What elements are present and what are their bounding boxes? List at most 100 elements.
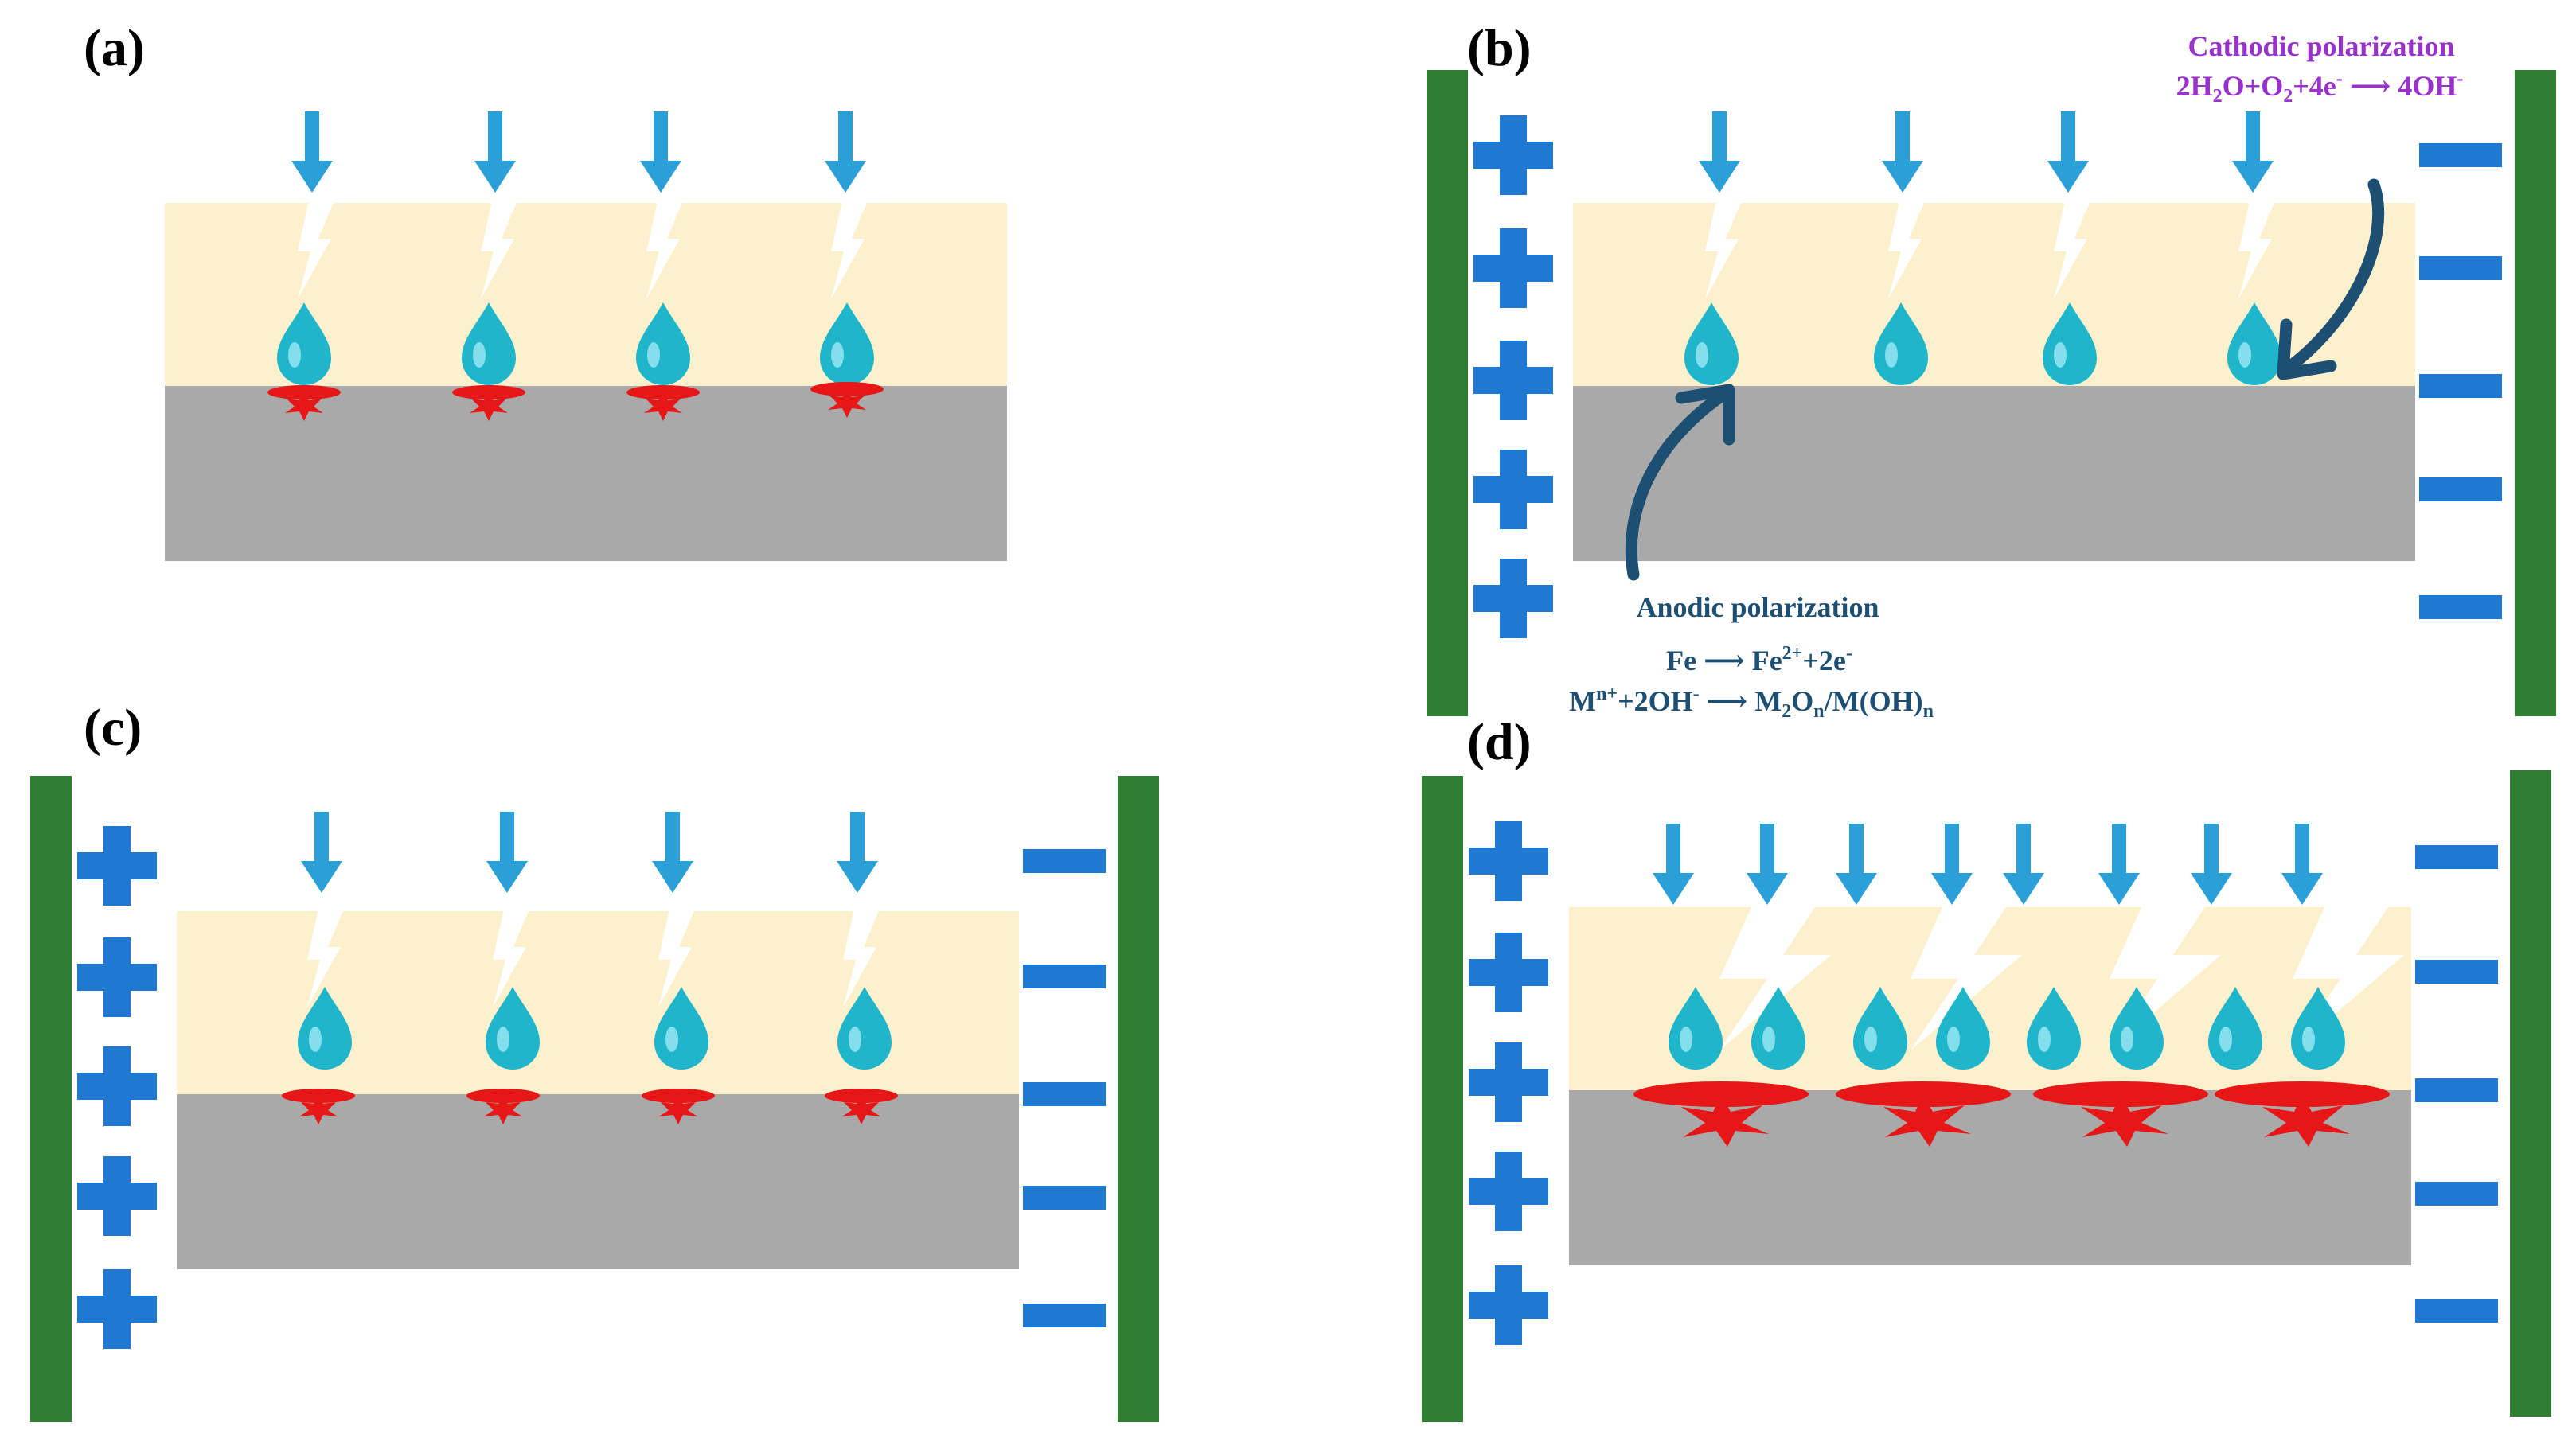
plus-icon: [77, 1156, 157, 1236]
droplets: [1669, 987, 2345, 1070]
corrosion-splash-icon: [466, 1089, 540, 1124]
plus-icon: [1473, 341, 1553, 420]
corrosion-splash-icon: [2033, 1081, 2208, 1147]
plus-icon: [77, 826, 157, 906]
panel-label-d: (d): [1467, 713, 1532, 771]
arrow-down-icon: [2047, 111, 2089, 193]
anode-electrode: [30, 776, 72, 1422]
droplet-icon: [2227, 302, 2281, 385]
plus-icon: [77, 1269, 157, 1349]
minus-icon: [1023, 1304, 1106, 1327]
lightning-icon: [481, 201, 517, 299]
corrosion-splash-icon: [1836, 1081, 2011, 1147]
minus-icon: [2419, 374, 2502, 398]
plus-signs: [1473, 115, 1553, 638]
droplet-icon: [820, 302, 874, 385]
severe-corrosion-spots: [1633, 1081, 2390, 1147]
arrow-down-icon: [2098, 824, 2140, 905]
minus-icon: [2415, 1078, 2498, 1102]
droplet-icon: [2110, 987, 2164, 1070]
minus-icon: [1023, 1082, 1106, 1106]
anodic-pointer-arrow: [1625, 390, 1727, 581]
arrow-down-icon: [1931, 824, 1973, 905]
anodic-arrowhead: [1675, 384, 1735, 446]
lightning-icon: [1719, 907, 1831, 1050]
lightning-icon: [2054, 201, 2090, 299]
droplet-icon: [486, 987, 540, 1070]
plus-icon: [1469, 1152, 1548, 1231]
minus-icon: [2419, 595, 2502, 619]
droplet-icon: [462, 302, 516, 385]
minus-icon: [1023, 849, 1106, 873]
plus-icon: [77, 937, 157, 1017]
droplet-icon: [2043, 302, 2097, 385]
anode-electrode: [1422, 776, 1463, 1422]
lightning-bolts: [1705, 201, 2275, 299]
plus-icon: [1473, 228, 1553, 308]
panel-label-b: (b): [1467, 19, 1532, 77]
corrosion-splash-icon: [825, 1089, 898, 1124]
cathode-electrode: [2515, 70, 2556, 716]
arrow-down-icon: [2003, 824, 2044, 905]
plus-icon: [1469, 821, 1548, 901]
metal-substrate: [1573, 386, 2415, 561]
arrow-down-icon: [301, 812, 342, 893]
arrow-down-icon: [474, 111, 516, 193]
anodic-reaction-iron: Fe ⟶ Fe2++2e-: [1666, 643, 1852, 676]
droplet-icon: [1669, 987, 1723, 1070]
plus-icon: [77, 1046, 157, 1126]
minus-icon: [2415, 960, 2498, 984]
droplet-icon: [1936, 987, 1990, 1070]
lightning-icon: [298, 201, 334, 299]
droplet-icon: [1684, 302, 1739, 385]
minus-icon: [1023, 1186, 1106, 1210]
lightning-icon: [1911, 907, 2022, 1050]
droplet-icon: [1751, 987, 1805, 1070]
panel-d: (d): [1422, 713, 2551, 1422]
minus-icon: [2419, 143, 2502, 167]
lightning-bolts: [307, 909, 880, 1007]
minus-signs: [1023, 849, 1106, 1327]
plus-icon: [1473, 559, 1553, 638]
cathode-electrode: [1118, 776, 1159, 1422]
plus-icon: [1469, 1042, 1548, 1122]
arrows: [1653, 824, 2323, 905]
corrosion-splash-icon: [267, 385, 341, 421]
arrow-down-icon: [486, 812, 528, 893]
droplet-icon: [2208, 987, 2262, 1070]
panel-label-a: (a): [84, 19, 145, 77]
lightning-icon: [2238, 201, 2275, 299]
arrow-down-icon: [837, 812, 878, 893]
arrow-down-icon: [2191, 824, 2232, 905]
corrosion-splash-icon: [452, 385, 525, 421]
corrosion-splash-icon: [2215, 1081, 2390, 1147]
anode-electrode: [1427, 70, 1468, 716]
arrow-down-icon: [652, 812, 693, 893]
corrosion-splash-icon: [626, 385, 700, 421]
arrows: [301, 812, 878, 893]
droplet-icon: [277, 302, 331, 385]
minus-icon: [2419, 477, 2502, 501]
arrow-down-icon: [1747, 824, 1788, 905]
droplets: [1684, 302, 2281, 385]
droplet-icon: [1874, 302, 1928, 385]
panel-label-c: (c): [84, 699, 142, 757]
lightning-icon: [843, 909, 880, 1007]
minus-icon: [2415, 845, 2498, 869]
lightning-icon: [1705, 201, 1742, 299]
cathode-electrode: [2510, 770, 2551, 1417]
arrow-down-icon: [291, 111, 333, 193]
droplet-icon: [298, 987, 352, 1070]
droplet-icon: [2027, 987, 2081, 1070]
coating-layer: [177, 911, 1019, 1094]
arrow-down-icon: [640, 111, 681, 193]
cathodic-reaction: 2H2O+O2+4e- ⟶ 4OH-: [2176, 68, 2464, 107]
cathodic-arrowhead: [2277, 318, 2337, 380]
corrosion-splash-icon: [810, 382, 884, 418]
plus-icon: [1469, 933, 1548, 1012]
minus-icon: [2419, 256, 2502, 280]
lightning-icon: [307, 909, 344, 1007]
arrows: [1699, 111, 2274, 193]
droplet-icon: [1853, 987, 1907, 1070]
cathodic-pointer-arrow: [2286, 178, 2385, 371]
